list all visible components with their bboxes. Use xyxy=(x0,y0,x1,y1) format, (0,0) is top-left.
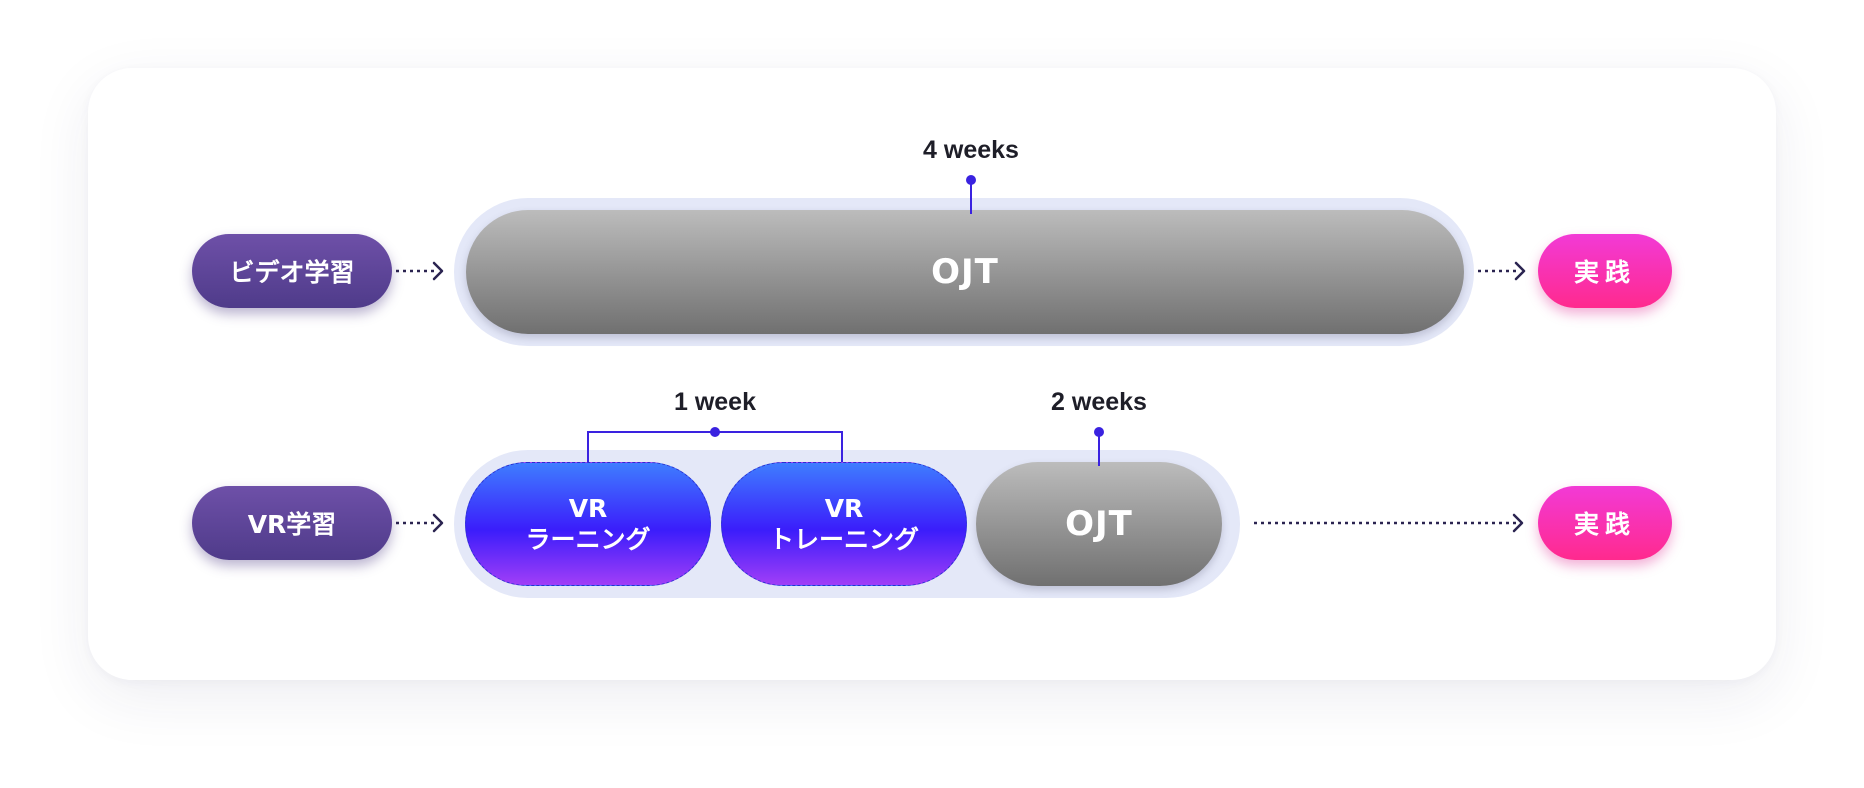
bracket-1-week xyxy=(587,427,843,462)
ojt-bar-4-weeks: OJT xyxy=(466,210,1464,334)
vr-training-line2: トレーニング xyxy=(768,525,919,554)
arrow-ojt-to-practice-row2 xyxy=(1254,513,1524,533)
vr-learning-line1: VR xyxy=(568,494,608,523)
marker-2-weeks xyxy=(1094,427,1104,466)
duration-label-2-weeks: 2 weeks xyxy=(1051,388,1147,416)
arrow-ojt-to-practice-row1 xyxy=(1478,261,1526,281)
duration-label-1-week: 1 week xyxy=(673,388,756,416)
vr-learning-start-pill: VR学習 xyxy=(192,486,392,560)
arrow-video-to-ojt xyxy=(396,261,444,281)
practice-pill-row1: 実践 xyxy=(1538,234,1672,308)
duration-label-4-weeks: 4 weeks xyxy=(923,136,1019,164)
video-learning-pill: ビデオ学習 xyxy=(192,234,392,308)
vr-training-line1: VR xyxy=(824,494,864,523)
vr-learning-line2: ラーニング xyxy=(525,525,651,554)
vr-training-pill: VR トレーニング xyxy=(721,462,967,586)
vr-learning-pill: VR ラーニング xyxy=(465,462,711,586)
practice-pill-row2: 実践 xyxy=(1538,486,1672,560)
ojt-bar-2-weeks: OJT xyxy=(976,462,1222,586)
arrow-vr-to-stack xyxy=(396,513,444,533)
marker-4-weeks xyxy=(966,175,976,214)
